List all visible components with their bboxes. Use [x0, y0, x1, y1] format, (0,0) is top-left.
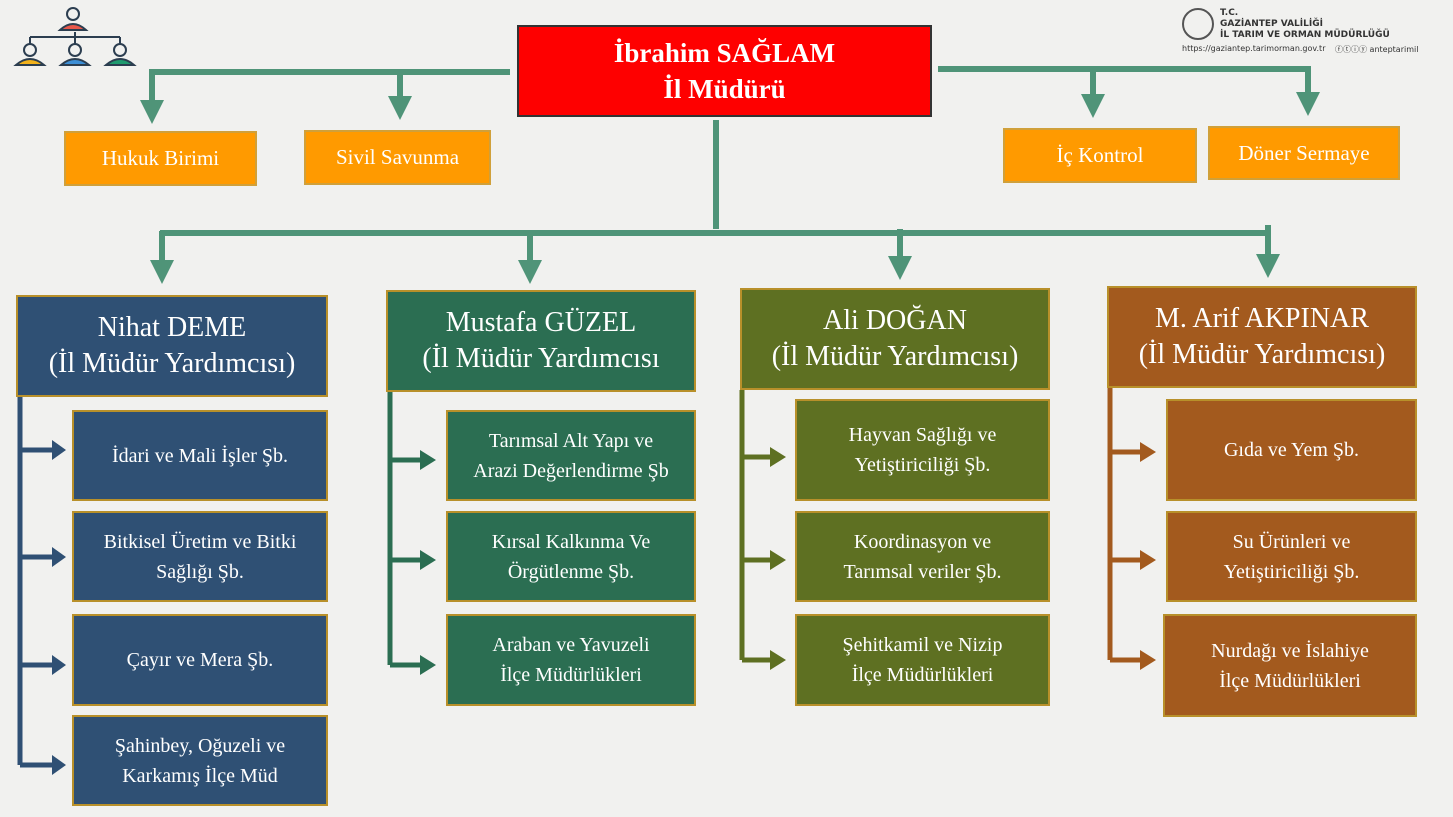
deputy-box: Mustafa GÜZEL (İl Müdür Yardımcısı	[386, 290, 696, 392]
logo-social: ⓕⓣⓘⓨ anteptarimil	[1335, 45, 1419, 54]
director-title: İl Müdürü	[663, 74, 786, 104]
seal-icon	[1182, 8, 1214, 40]
logo-url[interactable]: https://gaziantep.tarimorman.gov.tr	[1182, 44, 1326, 53]
branch-line: Nurdağı ve İslahiye	[1211, 639, 1369, 662]
branch-box: Tarımsal Alt Yapı ve Arazi Değerlendirme …	[446, 410, 696, 501]
logo-line-3: İL TARIM VE ORMAN MÜDÜRLÜĞÜ	[1220, 30, 1390, 40]
deputy-title: (İl Müdür Yardımcısı)	[1138, 339, 1386, 370]
branch-line: Sağlığı Şb.	[156, 560, 244, 583]
branch-box: Çayır ve Mera Şb.	[72, 614, 328, 706]
branch-line: İlçe Müdürlükleri	[851, 664, 994, 686]
unit-hukuk: Hukuk Birimi	[64, 131, 257, 186]
deputy-name: Ali DOĞAN	[823, 305, 967, 336]
deputy-title: (İl Müdür Yardımcısı)	[771, 341, 1019, 372]
director-box: İbrahim SAĞLAM İl Müdürü	[517, 25, 932, 117]
branch-line: İlçe Müdürlükleri	[500, 664, 642, 686]
branch-line: Su Ürünleri ve	[1232, 530, 1351, 553]
unit-doner-sermaye: Döner Sermaye	[1208, 126, 1400, 180]
branch-line: Hayvan Sağlığı ve	[848, 424, 997, 446]
branch-box: Hayvan Sağlığı ve Yetiştiriciliği Şb.	[795, 399, 1050, 501]
branch-line: İdari ve Mali İşler Şb.	[111, 444, 289, 467]
logo-line-1: T.C.	[1220, 8, 1239, 18]
deputy-title: (İl Müdür Yardımcısı)	[48, 348, 296, 379]
branch-line: Bitkisel Üretim ve Bitki	[103, 530, 297, 553]
unit-ic-kontrol: İç Kontrol	[1003, 128, 1197, 183]
deputy-name: Mustafa GÜZEL	[445, 307, 637, 338]
branch-line: Arazi Değerlendirme Şb	[473, 459, 669, 482]
deputy-box: M. Arif AKPINAR (İl Müdür Yardımcısı)	[1107, 286, 1417, 388]
branch-box: İdari ve Mali İşler Şb.	[72, 410, 328, 501]
deputy-name: Nihat DEME	[97, 312, 247, 343]
branch-line: Koordinasyon ve	[853, 530, 992, 553]
branch-line: Karkamış İlçe Müd	[122, 764, 278, 787]
branch-line: Kırsal Kalkınma Ve	[491, 530, 651, 553]
branch-box: Koordinasyon ve Tarımsal veriler Şb.	[795, 511, 1050, 602]
branch-line: Yetiştiriciliği Şb.	[1223, 560, 1360, 583]
branch-line: Tarımsal Alt Yapı ve	[488, 429, 654, 452]
deputy-title: (İl Müdür Yardımcısı	[422, 343, 660, 374]
org-chart-icon	[13, 7, 137, 66]
branch-box: Kırsal Kalkınma Ve Örgütlenme Şb.	[446, 511, 696, 602]
institution-logo: T.C. GAZİANTEP VALİLİĞİ İL TARIM VE ORMA…	[1180, 6, 1450, 56]
deputy-box: Nihat DEME (İl Müdür Yardımcısı)	[16, 295, 328, 397]
branch-line: Tarımsal veriler Şb.	[843, 560, 1002, 583]
branch-box: Su Ürünleri ve Yetiştiriciliği Şb.	[1166, 511, 1417, 602]
branch-line: İlçe Müdürlükleri	[1219, 669, 1361, 692]
logo-line-2: GAZİANTEP VALİLİĞİ	[1220, 19, 1323, 29]
branch-box: Gıda ve Yem Şb.	[1166, 399, 1417, 501]
branch-box: Şahinbey, Oğuzeli ve Karkamış İlçe Müd	[72, 715, 328, 806]
branch-line: Şehitkamil ve Nizip	[842, 634, 1003, 656]
branch-line: Yetiştiriciliği Şb.	[854, 454, 991, 476]
branch-line: Şahinbey, Oğuzeli ve	[114, 734, 286, 757]
branch-line: Gıda ve Yem Şb.	[1223, 439, 1359, 461]
branch-line: Araban ve Yavuzeli	[492, 634, 650, 656]
unit-sivil-savunma: Sivil Savunma	[304, 130, 491, 185]
deputy-name: M. Arif AKPINAR	[1155, 303, 1369, 334]
deputy-box: Ali DOĞAN (İl Müdür Yardımcısı)	[740, 288, 1050, 390]
branch-line: Örgütlenme Şb.	[507, 560, 635, 583]
director-name: İbrahim SAĞLAM	[613, 38, 836, 68]
branch-line: Çayır ve Mera Şb.	[126, 649, 274, 671]
